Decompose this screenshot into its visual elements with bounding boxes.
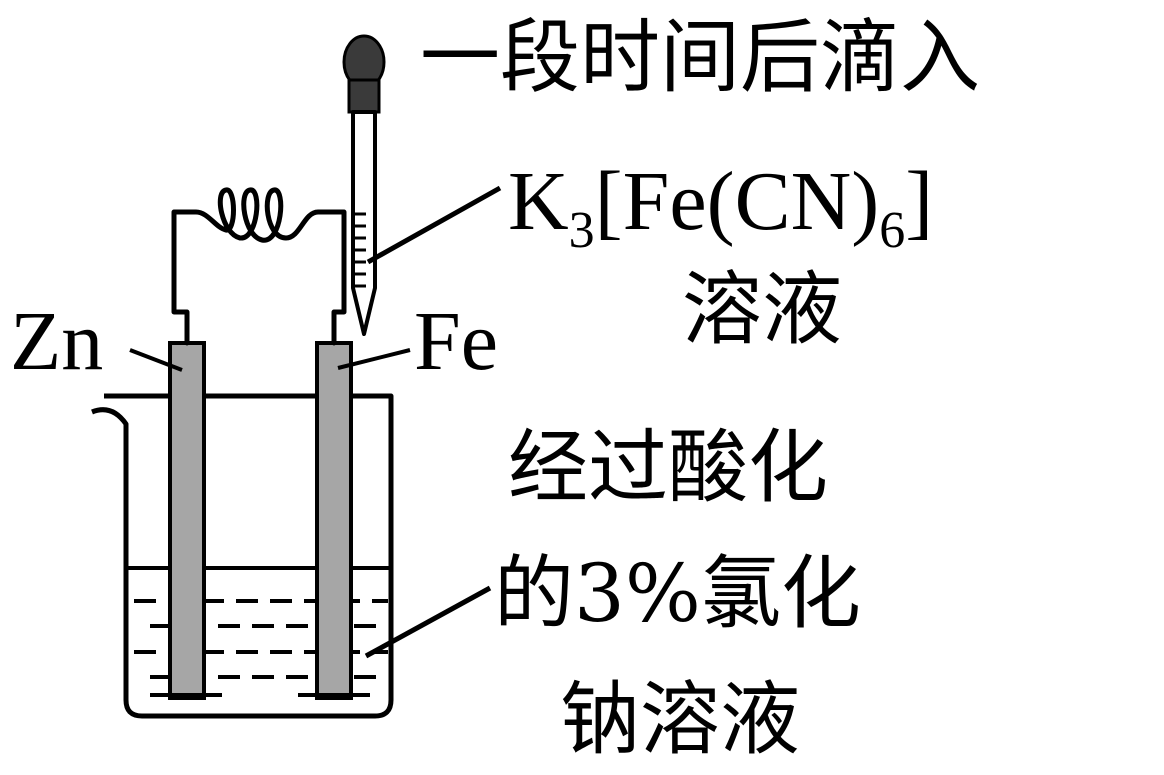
dropper-graduations xyxy=(354,212,366,288)
solution-label-line-1: 经过酸化 xyxy=(508,421,828,514)
solution-label-line-2: 的3%氯化 xyxy=(494,547,861,640)
dropper-tube xyxy=(351,110,377,336)
reagent-sub-1: 3 xyxy=(568,202,595,259)
beaker xyxy=(91,393,394,719)
dropper-note-label: 一段时间后滴入 xyxy=(420,11,980,104)
zn-leader xyxy=(129,348,183,372)
fe-electrode xyxy=(315,341,353,700)
cathode-label: Fe xyxy=(414,295,498,388)
anode-label: Zn xyxy=(10,295,104,388)
reagent-leader xyxy=(366,185,502,265)
reagent-prefix: K xyxy=(508,155,569,248)
dropper-collar xyxy=(347,78,381,114)
reagent-formula-label: K3[Fe(CN)6] xyxy=(508,160,933,257)
reagent-suffix: ] xyxy=(905,155,934,248)
connecting-wire xyxy=(171,187,347,346)
solution-label-line-3: 钠溶液 xyxy=(560,673,800,766)
zn-electrode xyxy=(168,341,206,700)
fe-leader xyxy=(337,348,411,370)
solution-leader xyxy=(364,585,492,659)
reagent-sub-2: 6 xyxy=(879,202,906,259)
reagent-middle: [Fe(CN) xyxy=(594,155,880,248)
reagent-suffix-label: 溶液 xyxy=(682,263,842,356)
